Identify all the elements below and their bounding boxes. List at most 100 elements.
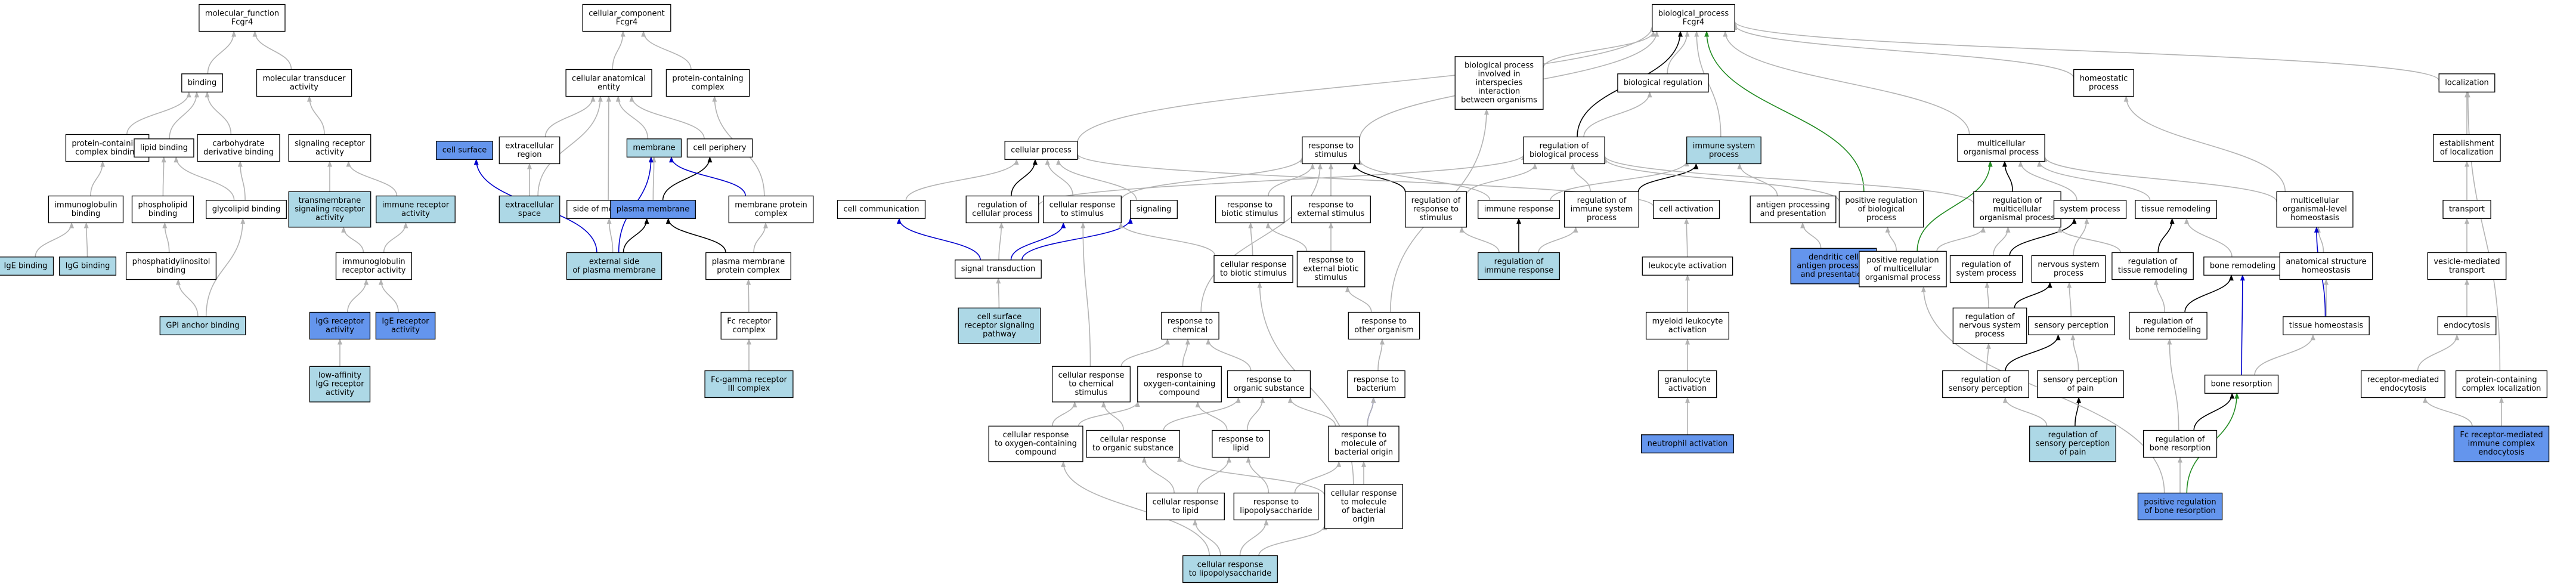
term-node-signal-transduction[interactable]: signal transduction <box>955 259 1042 279</box>
term-node-localization[interactable]: localization <box>2438 73 2496 92</box>
term-node-cell-activation[interactable]: cell activation <box>1652 200 1720 219</box>
term-node-cellular-process[interactable]: cellular process <box>1004 141 1078 160</box>
term-node-membrane[interactable]: membrane <box>626 138 682 157</box>
term-node-cell-periphery[interactable]: cell periphery <box>686 138 753 157</box>
term-node-igg-binding[interactable]: IgG binding <box>58 257 117 276</box>
term-node-immune-response[interactable]: immune response <box>1478 200 1560 219</box>
term-node-gpi-anchor-binding[interactable]: GPI anchor binding <box>159 316 246 335</box>
term-node-plasma-membrane[interactable]: plasma membrane <box>610 200 696 219</box>
term-node-leukocyte-activation[interactable]: leukocyte activation <box>1642 257 1733 276</box>
term-node-binding[interactable]: binding <box>181 73 223 92</box>
term-node-bone-remodeling[interactable]: bone remodeling <box>2203 257 2282 276</box>
term-node-cell-communication[interactable]: cell communication <box>837 200 926 219</box>
term-node-lipid-binding[interactable]: lipid binding <box>134 138 194 157</box>
term-node-neutrophil-activation[interactable]: neutrophil activation <box>1640 434 1735 453</box>
term-node-transport[interactable]: transport <box>2442 200 2491 219</box>
term-node-glycolipid-binding[interactable]: glycolipid binding <box>206 200 287 219</box>
term-node-endocytosis[interactable]: endocytosis <box>2437 316 2497 335</box>
term-node-sensory-perception[interactable]: sensory perception <box>2028 316 2115 335</box>
term-node-bone-resorption[interactable]: bone resorption <box>2204 375 2279 394</box>
term-node-biological-regulation[interactable]: biological regulation <box>1617 73 1709 92</box>
term-node-system-process[interactable]: system process <box>2053 200 2127 219</box>
term-node-tissue-homeostasis[interactable]: tissue homeostasis <box>2283 316 2370 335</box>
term-node-cell-surface[interactable]: cell surface <box>436 141 493 160</box>
term-node-tissue-remodeling[interactable]: tissue remodeling <box>2135 200 2217 219</box>
term-node-signaling[interactable]: signaling <box>1130 200 1178 219</box>
